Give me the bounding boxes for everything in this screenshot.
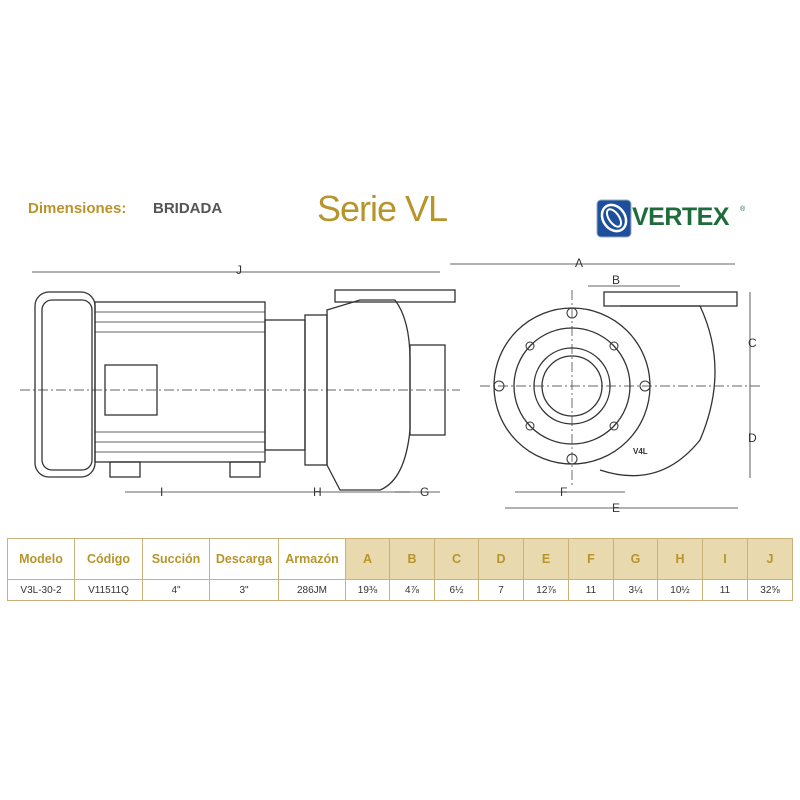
series-title: Serie VL [317,188,448,229]
table-cell: 12⅞ [523,579,569,601]
column-header: A [345,538,390,580]
column-header: Succión [142,538,210,580]
table-cell: 11 [568,579,614,601]
connection-type: BRIDADA [153,200,223,217]
front-view [450,263,760,509]
dimensions-table: Modelo Código Succión Descarga Armazón A… [7,538,793,601]
pump-dimension-drawing: J A B C D E F G H I V4L [20,256,760,515]
table-cell: 11 [702,579,748,601]
column-header: B [389,538,435,580]
dim-label-g: G [420,485,429,499]
column-header: Descarga [209,538,279,580]
column-header: H [657,538,703,580]
dim-label-a: A [575,256,583,270]
table-cell: 4" [142,579,210,601]
vertex-logo-icon [596,199,632,238]
column-header: I [702,538,748,580]
casing-mark: V4L [633,447,648,456]
column-header: Modelo [7,538,75,580]
registered-mark: ® [740,206,746,213]
dim-label-f: F [560,485,567,499]
table-cell: 3¼ [613,579,658,601]
dim-label-b: B [612,273,620,287]
dim-label-j: J [236,263,242,277]
column-header: D [478,538,524,580]
table-cell: 4⅞ [389,579,435,601]
table-cell: 10½ [657,579,703,601]
side-view [20,271,460,493]
table-cell: 7 [478,579,524,601]
column-header: E [523,538,569,580]
column-header: Armazón [278,538,346,580]
column-header: Código [74,538,143,580]
column-header: C [434,538,479,580]
brand-name: VERTEX [632,203,730,231]
dim-label-d: D [748,431,757,445]
table-row: V3L-30-2 V11511Q 4" 3" 286JM 19⅜ 4⅞ 6½ 7… [7,579,793,601]
table-cell: 32⅝ [747,579,793,601]
table-cell: 286JM [278,579,346,601]
table-header-row: Modelo Código Succión Descarga Armazón A… [7,538,793,580]
column-header: G [613,538,658,580]
table-cell: 3" [209,579,279,601]
table-cell: 6½ [434,579,479,601]
dim-label-i: I [160,485,163,499]
table-cell: 19⅜ [345,579,390,601]
dim-label-h: H [313,485,322,499]
dimensions-label: Dimensiones: [28,200,127,217]
table-cell: V3L-30-2 [7,579,75,601]
dim-label-e: E [612,501,620,515]
dim-label-c: C [748,336,757,350]
table-cell: V11511Q [74,579,143,601]
column-header: J [747,538,793,580]
column-header: F [568,538,614,580]
